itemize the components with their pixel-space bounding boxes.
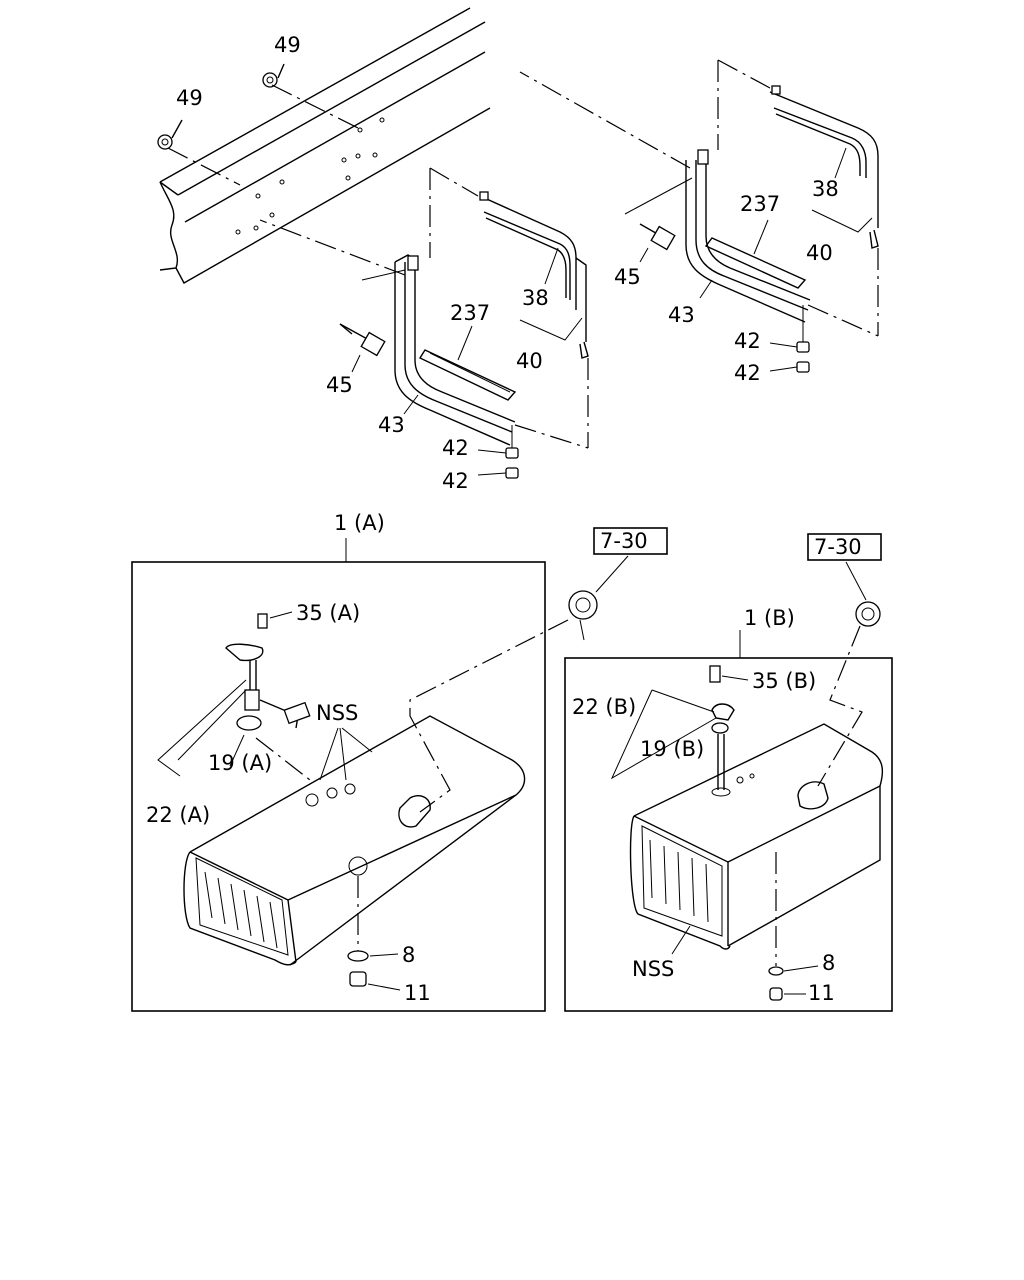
- label-bolt-45-right: 45: [614, 265, 641, 289]
- label-plug-11-b: 11: [808, 981, 835, 1005]
- label-gasket-19b: 19 (B): [640, 737, 704, 761]
- nuts-42-right: [769, 305, 810, 373]
- fuel-cap-a: [409, 555, 629, 813]
- bracket-40-right: [811, 209, 873, 233]
- label-cap-ref-a: 7-30: [600, 529, 648, 553]
- bolt-45-left: [339, 323, 386, 373]
- bracket-40-left: [519, 317, 583, 341]
- ref-box-7-30-b: [807, 533, 882, 561]
- drain-b: [768, 852, 819, 1001]
- label-pad-237-right: 237: [740, 192, 780, 216]
- pad-237-right: [704, 237, 807, 289]
- tank-b-box: [564, 657, 893, 1012]
- ref-box-7-30-a: [593, 527, 668, 555]
- frame-rail: [159, 7, 491, 284]
- tank-b-body: [629, 723, 884, 950]
- label-unit-22a: 22 (A): [146, 803, 210, 827]
- nuts-42-left: [477, 425, 519, 479]
- tank-a-body: [183, 715, 526, 966]
- tank-a-box: [131, 561, 546, 1012]
- label-nss-a: NSS: [316, 701, 358, 725]
- label-washer-8-b: 8: [822, 951, 835, 975]
- label-nut-42-left-a: 42: [442, 436, 469, 460]
- label-nut-49-lower: 49: [176, 86, 203, 110]
- leader-38-right: [834, 147, 847, 179]
- bracket-43-right: [519, 71, 879, 337]
- label-strap-40-right: 40: [806, 241, 833, 265]
- strap-38-right: [717, 59, 879, 336]
- label-tank-assy-b: 1 (B): [744, 606, 795, 630]
- nut-49-upper: [262, 63, 363, 131]
- label-bolt-45-left: 45: [326, 373, 353, 397]
- strap-38-left: [429, 167, 589, 448]
- pad-237-left: [418, 349, 517, 401]
- leader-43-left: [403, 394, 419, 415]
- label-screw-35b: 35 (B): [752, 669, 816, 693]
- label-nut-49-upper: 49: [274, 33, 301, 57]
- leader-38-left: [544, 247, 559, 285]
- label-nss-b: NSS: [632, 957, 674, 981]
- label-pad-237-left: 237: [450, 301, 490, 325]
- label-nut-42-right-b: 42: [734, 361, 761, 385]
- leader-nss-b: [671, 925, 691, 955]
- leader-237-right: [753, 219, 769, 255]
- leader-nss-a: [319, 727, 373, 781]
- fuel-cap-b: [817, 561, 881, 787]
- leader-237-left: [457, 325, 473, 361]
- drain-a: [347, 876, 401, 991]
- label-strap-38-right: 38: [812, 177, 839, 201]
- label-nut-42-left-b: 42: [442, 469, 469, 493]
- label-gasket-19a: 19 (A): [208, 751, 272, 775]
- label-unit-22b: 22 (B): [572, 695, 636, 719]
- label-strap-40-left: 40: [516, 349, 543, 373]
- nut-49-lower: [157, 119, 241, 186]
- bracket-22b: [610, 689, 717, 780]
- label-washer-8-a: 8: [402, 943, 415, 967]
- bracket-22a: [157, 679, 247, 777]
- label-cap-ref-b: 7-30: [814, 535, 862, 559]
- label-bracket-43-right: 43: [668, 303, 695, 327]
- label-bracket-43-left: 43: [378, 413, 405, 437]
- label-tank-assy-a: 1 (A): [334, 511, 385, 535]
- label-screw-35a: 35 (A): [296, 601, 360, 625]
- bracket-43-left: [259, 219, 589, 449]
- bolt-45-right: [639, 223, 676, 263]
- sender-unit-b: [709, 665, 749, 797]
- label-nut-42-right-a: 42: [734, 329, 761, 353]
- label-plug-11-a: 11: [404, 981, 431, 1005]
- leader-43-right: [699, 279, 713, 299]
- sender-unit-a: [225, 611, 311, 781]
- label-strap-38-left: 38: [522, 286, 549, 310]
